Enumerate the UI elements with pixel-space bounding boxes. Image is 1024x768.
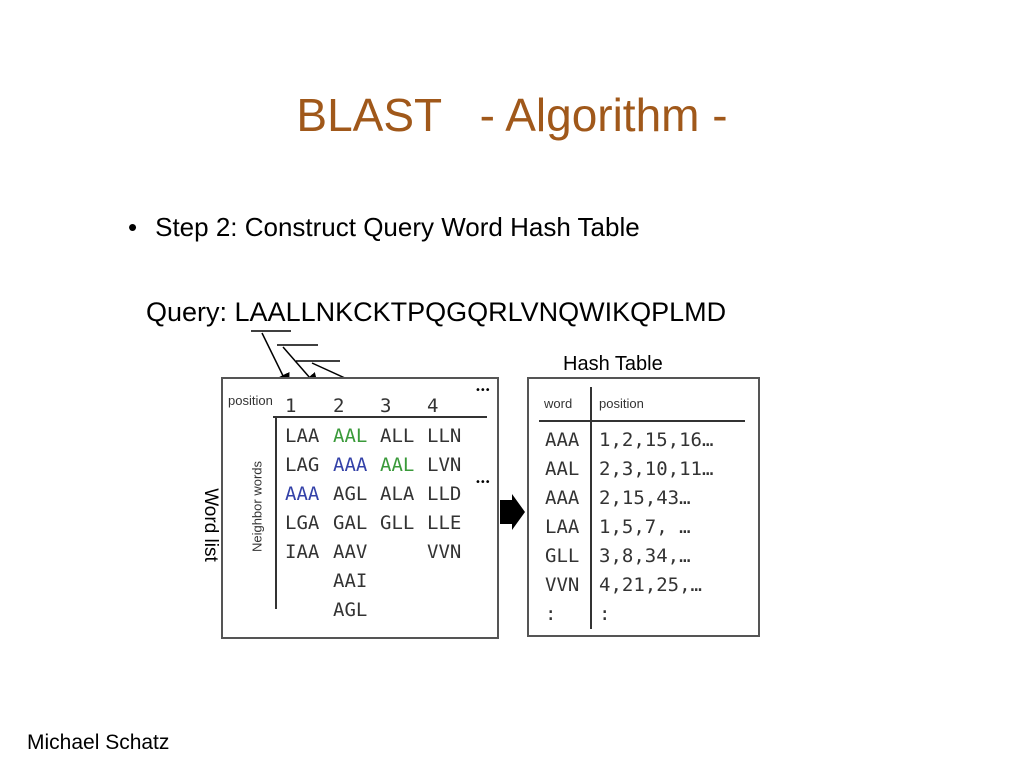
word-cell: LLN: [427, 425, 462, 447]
word-cell: AGL: [333, 599, 368, 621]
hash-column-divider: [590, 387, 592, 629]
hash-positions: 1,5,7, …: [599, 516, 691, 538]
word-header: word: [544, 396, 573, 411]
author-credit: Michael Schatz: [27, 731, 170, 754]
hash-word: AAA: [545, 429, 580, 451]
word-cell: LLE: [427, 512, 462, 534]
word-cell: LGA: [285, 512, 320, 534]
bullet-item: • Step 2: Construct Query Word Hash Table: [128, 212, 640, 243]
slide-title: BLAST - Algorithm -: [296, 89, 728, 141]
column-header-4: 4: [427, 395, 439, 417]
word-cell: AGL: [333, 483, 368, 505]
word-cell: ALL: [380, 425, 415, 447]
word-cell: LAG: [285, 454, 320, 476]
word-cell: AAL: [380, 454, 415, 476]
column-header-1: 1: [285, 395, 297, 417]
column-divider: [275, 416, 277, 609]
hash-word: GLL: [545, 545, 580, 567]
word-cell: AAV: [333, 541, 368, 563]
right-arrow-icon: [500, 494, 525, 530]
query-sequence: LAALLNKCKTPQGQRLVNQWIKQPLMD: [234, 297, 727, 327]
word-cell: AAA: [333, 454, 368, 476]
position-header: position: [228, 393, 273, 408]
hash-table-title: Hash Table: [563, 353, 663, 375]
hash-word: VVN: [545, 574, 580, 596]
ellipsis-top: •••: [475, 385, 491, 396]
column-header-2: 2: [333, 395, 345, 417]
word-list-table: position 1 2 3 4 ••• ••• Neighbor words …: [221, 377, 499, 639]
word-cell: VVN: [427, 541, 462, 563]
ellipsis-mid: •••: [475, 477, 491, 488]
word-cell: AAA: [285, 483, 320, 505]
hash-header-divider: [539, 420, 745, 422]
hash-word: LAA: [545, 516, 580, 538]
word-list-label: Word list: [200, 488, 221, 562]
word-cell: AAL: [333, 425, 368, 447]
query-line: Query: LAALLNKCKTPQGQRLVNQWIKQPLMD: [146, 297, 726, 328]
hash-positions: 3,8,34,…: [599, 545, 691, 567]
bullet-dot: •: [128, 212, 138, 242]
query-label: Query:: [146, 297, 235, 327]
word-cell: AAI: [333, 570, 368, 592]
hash-position-header: position: [599, 396, 644, 411]
hash-positions: 1,2,15,16…: [599, 429, 714, 451]
hash-positions: 4,21,25,…: [599, 574, 702, 596]
hash-word: AAL: [545, 458, 580, 480]
step-text: Step 2: Construct Query Word Hash Table: [155, 212, 640, 242]
word-cell: LAA: [285, 425, 320, 447]
neighbor-words-label: Neighbor words: [249, 460, 265, 553]
column-header-3: 3: [380, 395, 392, 417]
hash-word: AAA: [545, 487, 580, 509]
hash-table: word position AAA AAL AAA LAA GLL VVN : …: [527, 377, 760, 637]
word-cell: IAA: [285, 541, 320, 563]
word-cell: ALA: [380, 483, 415, 505]
hash-positions: :: [599, 603, 611, 625]
hash-positions: 2,15,43…: [599, 487, 691, 509]
hash-positions: 2,3,10,11…: [599, 458, 714, 480]
word-cell: GAL: [333, 512, 368, 534]
word-cell: LLD: [427, 483, 462, 505]
hash-word: :: [545, 603, 557, 625]
header-divider: [273, 416, 487, 418]
word-cell: GLL: [380, 512, 415, 534]
word-cell: LVN: [427, 454, 462, 476]
